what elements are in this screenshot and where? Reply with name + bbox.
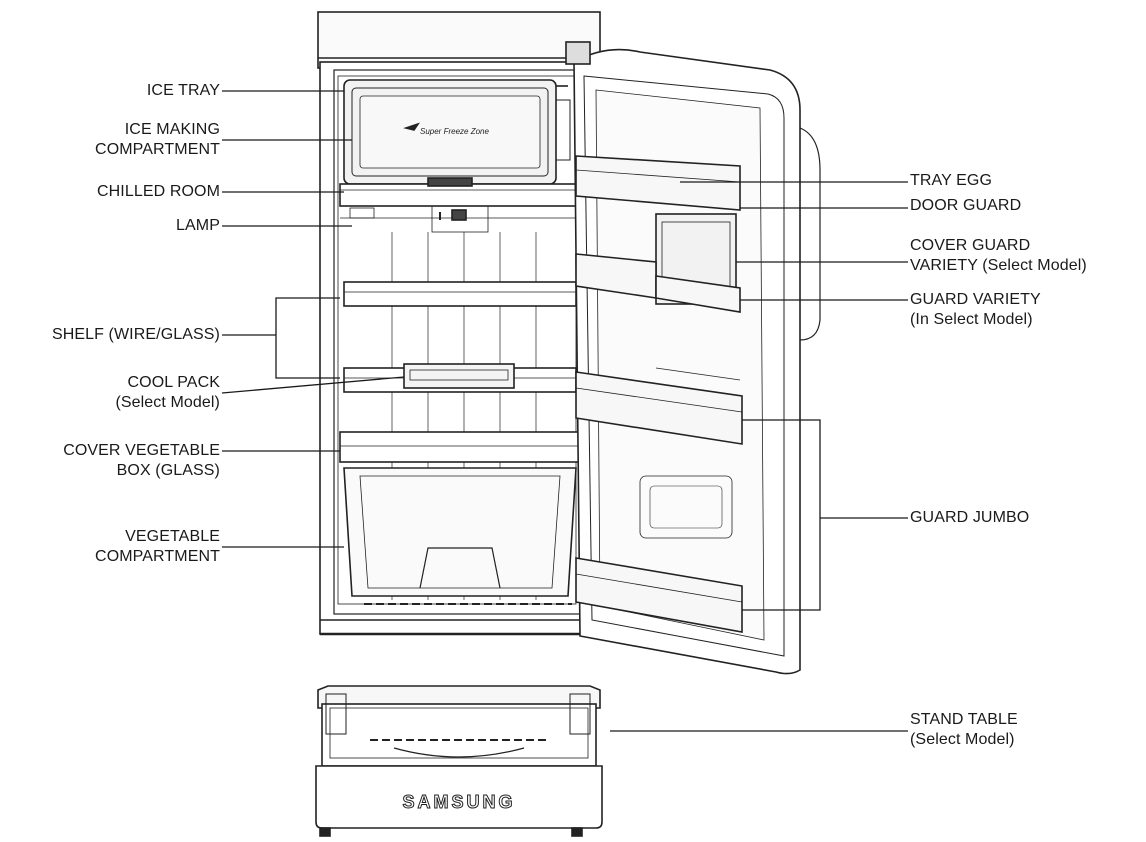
stand-logo: SAMSUNG <box>402 792 515 812</box>
cool-pack-block <box>403 363 515 389</box>
label-guard-variety: GUARD VARIETY (In Select Model) <box>910 290 1041 330</box>
label-lamp-text: LAMP <box>176 217 220 234</box>
guard-variety-shelf <box>575 253 741 313</box>
label-cover-guard-variety: COVER GUARD VARIETY (Select Model) <box>910 236 1087 276</box>
label-ice-making-compartment: ICE MAKING COMPARTMENT <box>95 120 220 160</box>
label-cover-vegetable-line2: BOX (GLASS) <box>116 462 220 479</box>
label-cover-guard-line1: COVER GUARD <box>910 237 1031 254</box>
label-vegetable-compartment: VEGETABLE COMPARTMENT <box>95 527 220 567</box>
cabinet-top <box>317 11 601 69</box>
leader-shelf <box>275 297 340 379</box>
label-ice-making-line2: COMPARTMENT <box>95 141 220 158</box>
label-shelf: SHELF (WIRE/GLASS) <box>52 325 220 345</box>
label-vegetable-line2: COMPARTMENT <box>95 548 220 565</box>
label-guard-variety-line2: (In Select Model) <box>910 311 1033 328</box>
guard-jumbo-lower <box>575 557 743 633</box>
label-door-guard: DOOR GUARD <box>910 196 1021 216</box>
label-shelf-text: SHELF (WIRE/GLASS) <box>51 326 220 343</box>
label-stand-table-line2: (Select Model) <box>910 731 1015 748</box>
label-cover-vegetable-line1: COVER VEGETABLE <box>63 442 220 459</box>
label-cover-vegetable-box: COVER VEGETABLE BOX (GLASS) <box>63 441 220 481</box>
label-guard-jumbo: GUARD JUMBO <box>910 508 1029 528</box>
label-tray-egg: TRAY EGG <box>910 171 992 191</box>
label-chilled-room: CHILLED ROOM <box>97 182 220 202</box>
vegetable-cover-glass <box>339 431 581 463</box>
label-cool-pack-line2: (Select Model) <box>115 394 220 411</box>
label-ice-tray-text: ICE TRAY <box>146 82 220 99</box>
label-guard-jumbo-text: GUARD JUMBO <box>910 509 1030 526</box>
leader-lines <box>221 90 908 732</box>
tray-egg-shelf <box>575 155 741 211</box>
label-cool-pack-line1: COOL PACK <box>127 374 220 391</box>
leader-cool-pack <box>221 376 405 394</box>
ice-making-box: Super Freeze Zone <box>343 79 571 185</box>
label-vegetable-line1: VEGETABLE <box>125 528 220 545</box>
label-guard-variety-line1: GUARD VARIETY <box>910 291 1041 308</box>
label-stand-table: STAND TABLE (Select Model) <box>910 710 1018 750</box>
label-tray-egg-text: TRAY EGG <box>910 172 993 189</box>
label-lamp: LAMP <box>176 216 220 236</box>
label-chilled-room-text: CHILLED ROOM <box>97 183 220 200</box>
label-stand-table-line1: STAND TABLE <box>910 711 1018 728</box>
label-cool-pack: COOL PACK (Select Model) <box>115 373 220 413</box>
stand-table <box>315 685 603 837</box>
shelf-upper <box>343 281 577 307</box>
label-door-guard-text: DOOR GUARD <box>910 197 1022 214</box>
guard-jumbo-upper <box>575 371 743 445</box>
label-cover-guard-line2: VARIETY (Select Model) <box>910 257 1087 274</box>
vegetable-box <box>343 467 577 605</box>
leader-guard-jumbo <box>742 419 821 611</box>
label-ice-making-line1: ICE MAKING <box>124 121 220 138</box>
svg-text:Super Freeze Zone: Super Freeze Zone <box>420 127 489 136</box>
lamp-area <box>340 205 580 233</box>
label-ice-tray: ICE TRAY <box>147 81 220 101</box>
